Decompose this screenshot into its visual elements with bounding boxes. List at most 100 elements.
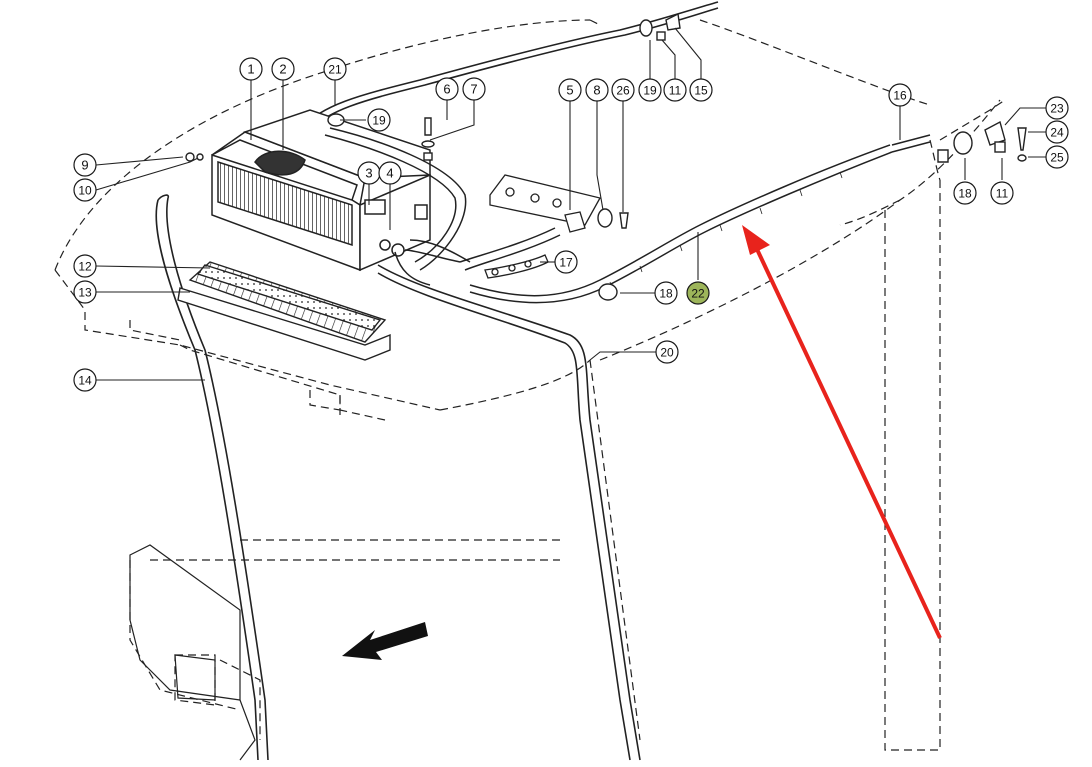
- door-panel: [129, 544, 256, 761]
- callout-label: 9: [81, 158, 88, 173]
- callout-circle: [73, 153, 97, 177]
- callout-circle: [1045, 96, 1069, 120]
- callout-18: 18: [953, 181, 977, 205]
- callout-15: 15: [689, 78, 713, 102]
- callout-1: 1: [239, 57, 263, 81]
- callout-2: 2: [271, 57, 295, 81]
- callout-label: 8: [593, 83, 600, 98]
- callout-circle: [638, 78, 662, 102]
- roof-rail: [299, 1, 719, 136]
- callout-circle: [654, 281, 678, 305]
- callout-circle: [611, 78, 635, 102]
- callout-10: 10: [73, 178, 97, 202]
- callout-6: 6: [435, 77, 459, 101]
- callout-label: 11: [669, 84, 682, 98]
- callout-19: 19: [638, 78, 662, 102]
- red-pointer-arrow: [742, 225, 942, 639]
- hose-22: [469, 134, 931, 304]
- callout-circle: [1045, 120, 1069, 144]
- callout-label: 7: [470, 82, 477, 97]
- callout-circle: [655, 340, 679, 364]
- callout-4: 4: [378, 161, 402, 185]
- callout-label: 6: [443, 82, 450, 97]
- fittings: [185, 12, 1027, 301]
- callout-label: 15: [694, 84, 708, 98]
- callout-label: 25: [1050, 151, 1064, 165]
- callout-5: 5: [558, 78, 582, 102]
- callout-7: 7: [462, 77, 486, 101]
- callout-label: 5: [566, 83, 573, 98]
- callout-label: 16: [893, 89, 907, 103]
- callout-14: 14: [73, 368, 97, 392]
- mounting-plate: [489, 174, 601, 233]
- callout-8: 8: [585, 78, 609, 102]
- callout-3: 3: [357, 161, 381, 185]
- callout-circle: [323, 57, 347, 81]
- callout-circle: [554, 250, 578, 274]
- callout-circle: [73, 254, 97, 278]
- callout-label: 19: [372, 114, 386, 128]
- heater-unit: [211, 109, 431, 272]
- callout-label: 19: [643, 84, 657, 98]
- callout-circle: [689, 78, 713, 102]
- callout-label: 10: [78, 184, 92, 198]
- callout-label: 24: [1050, 126, 1064, 140]
- callout-17: 17: [554, 250, 578, 274]
- callout-circle: [73, 368, 97, 392]
- callout-label: 13: [78, 286, 92, 300]
- callout-label: 26: [616, 84, 630, 98]
- callout-label: 2: [279, 62, 286, 77]
- clip-strip-17: [484, 254, 549, 279]
- heater-hoses: [324, 127, 561, 286]
- callout-circle: [73, 280, 97, 304]
- callout-circle: [888, 83, 912, 107]
- callout-19: 19: [367, 108, 391, 132]
- direction-arrow: [342, 622, 428, 660]
- callout-circle: [558, 78, 582, 102]
- callout-circle: [585, 78, 609, 102]
- callout-circle: [271, 57, 295, 81]
- callout-label: 23: [1050, 102, 1064, 116]
- callout-18: 18: [654, 281, 678, 305]
- callout-circle: [435, 77, 459, 101]
- callout-circle: [462, 77, 486, 101]
- callout-label: 14: [78, 374, 92, 388]
- callout-circle: [73, 178, 97, 202]
- callout-label: 1: [247, 62, 254, 77]
- callout-label: 22: [691, 287, 705, 301]
- callout-16: 16: [888, 83, 912, 107]
- callout-circle: [378, 161, 402, 185]
- callout-label: 17: [559, 256, 573, 270]
- callout-circle: [367, 108, 391, 132]
- callout-circle: [663, 78, 687, 102]
- callout-20: 20: [655, 340, 679, 364]
- callout-circle: [990, 181, 1014, 205]
- callout-label: 3: [365, 166, 372, 181]
- cab-outline: [54, 19, 1006, 751]
- callout-label: 18: [958, 187, 972, 201]
- callout-24: 24: [1045, 120, 1069, 144]
- callout-25: 25: [1045, 145, 1069, 169]
- callout-circle: [239, 57, 263, 81]
- callout-12: 12: [73, 254, 97, 278]
- callout-11: 11: [990, 181, 1014, 205]
- callout-circle: [953, 181, 977, 205]
- air-grille: [177, 261, 391, 361]
- callout-22: 22: [686, 281, 710, 305]
- callout-13: 13: [73, 280, 97, 304]
- callout-21: 21: [323, 57, 347, 81]
- callout-label: 21: [328, 63, 342, 77]
- callout-9: 9: [73, 153, 97, 177]
- hose-22-texture: [609, 171, 843, 289]
- leader-lines: [95, 27, 1046, 381]
- callout-label: 18: [659, 287, 673, 301]
- pipe-20: [377, 264, 641, 761]
- callout-label: 11: [996, 187, 1009, 201]
- pipe-14: [155, 194, 269, 761]
- callout-26: 26: [611, 78, 635, 102]
- callout-label: 20: [660, 346, 674, 360]
- callout-label: 12: [78, 260, 92, 274]
- callout-11: 11: [663, 78, 687, 102]
